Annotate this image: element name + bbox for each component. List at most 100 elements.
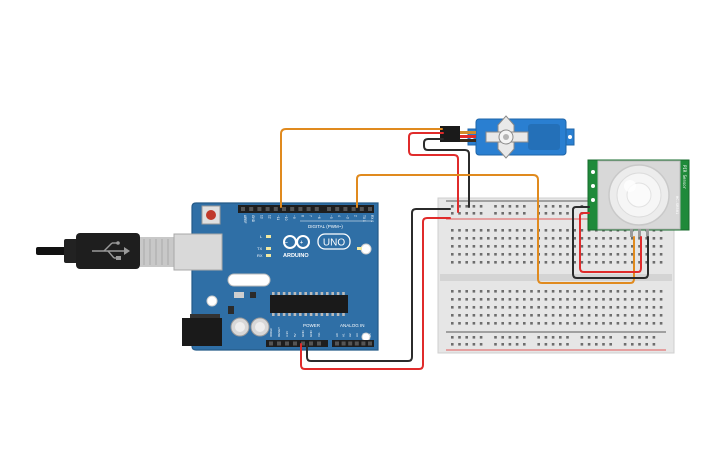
servo-horn-icon — [485, 115, 529, 159]
breadboard-hole — [523, 290, 526, 293]
breadboard-hole — [537, 306, 540, 309]
breadboard-hole — [501, 253, 504, 256]
breadboard-hole — [566, 290, 569, 293]
breadboard-hole — [465, 306, 468, 309]
breadboard-hole — [595, 237, 598, 240]
breadboard-hole — [631, 237, 634, 240]
breadboard-hole — [573, 314, 576, 317]
breadboard-hole — [494, 298, 497, 301]
breadboard-hole — [472, 298, 476, 301]
breadboard-hole — [595, 343, 598, 346]
breadboard-hole — [652, 261, 656, 264]
breadboard-hole — [508, 237, 512, 240]
breadboard-hole — [472, 212, 476, 215]
pir-side-text-right: PIR Sensor — [682, 165, 687, 190]
breadboard-hole — [479, 306, 483, 309]
breadboard-hole — [659, 306, 663, 309]
chip-pin — [326, 313, 329, 316]
power-pin-hole — [293, 341, 297, 346]
breadboard-hole — [501, 237, 504, 240]
breadboard-hole — [523, 343, 526, 346]
breadboard-hole — [623, 306, 627, 309]
breadboard-hole — [494, 314, 497, 317]
mounting-hole — [206, 295, 218, 307]
breadboard-hole — [573, 237, 576, 240]
breadboard-hole — [523, 205, 526, 208]
breadboard-hole — [487, 245, 490, 248]
breadboard-hole — [537, 290, 540, 293]
breadboard-hole — [631, 306, 634, 309]
breadboard-hole — [472, 290, 476, 293]
chip-pin — [304, 292, 307, 295]
breadboard-hole — [451, 245, 454, 248]
breadboard-hole — [602, 261, 605, 264]
breadboard-hole — [551, 229, 555, 232]
breadboard-hole — [623, 245, 627, 248]
breadboard-hole — [530, 290, 533, 293]
breadboard-hole — [602, 336, 605, 339]
analog-pin-label: A2 — [348, 333, 352, 337]
breadboard-hole — [609, 245, 612, 248]
breadboard-hole — [566, 322, 569, 325]
breadboard-hole — [580, 290, 584, 293]
breadboard-hole — [566, 229, 569, 232]
breadboard-hole — [652, 298, 656, 301]
breadboard-hole — [645, 343, 648, 346]
digital-pin-label: 8 — [300, 215, 304, 217]
breadboard-hole — [487, 298, 490, 301]
breadboard-hole — [479, 322, 483, 325]
breadboard-hole — [530, 298, 533, 301]
breadboard-hole — [465, 245, 468, 248]
breadboard-hole — [652, 306, 656, 309]
uno-model-label: UNO — [323, 238, 345, 249]
breadboard-hole — [465, 336, 468, 339]
breadboard-hole — [479, 212, 483, 215]
breadboard-hole — [559, 290, 562, 293]
breadboard-hole — [487, 314, 490, 317]
chip-pin — [299, 292, 302, 295]
breadboard-hole — [609, 336, 612, 339]
digital-pin-label: 2 — [354, 215, 358, 217]
breadboard-hole — [573, 306, 576, 309]
breadboard-hole — [638, 306, 641, 309]
breadboard-hole — [559, 314, 562, 317]
digital-pin-hole — [273, 207, 278, 211]
breadboard-hole — [595, 298, 598, 301]
breadboard-hole — [494, 343, 497, 346]
power-pin-label: 3.3V — [285, 331, 289, 337]
breadboard-hole — [602, 245, 605, 248]
breadboard-hole — [458, 253, 461, 256]
breadboard-hole — [458, 205, 461, 208]
breadboard-hole — [559, 261, 562, 264]
breadboard-hole — [573, 253, 576, 256]
breadboard-hole — [602, 237, 605, 240]
breadboard-hole — [494, 322, 497, 325]
breadboard-hole — [580, 229, 584, 232]
chip-pin — [288, 313, 291, 316]
breadboard-hole — [508, 229, 512, 232]
breadboard-hole — [587, 343, 591, 346]
breadboard-hole — [559, 229, 562, 232]
breadboard-hole — [580, 298, 584, 301]
breadboard-hole — [501, 229, 504, 232]
led-l-label: L — [260, 234, 263, 239]
svg-text:−: − — [285, 240, 288, 246]
breadboard-hole — [494, 229, 497, 232]
breadboard-hole — [508, 336, 512, 339]
power-pin-label: GND — [301, 330, 305, 338]
chip-pin — [282, 313, 286, 316]
chip-pin — [315, 313, 318, 316]
breadboard-hole — [472, 245, 476, 248]
breadboard-hole — [458, 314, 461, 317]
breadboard-hole — [587, 298, 591, 301]
digital-pin-hole — [343, 207, 348, 211]
digital-pin-label: TX 1 — [362, 215, 366, 222]
breadboard-hole — [530, 261, 533, 264]
breadboard-hole — [523, 212, 526, 215]
led-rx — [266, 254, 271, 257]
breadboard-hole — [465, 212, 468, 215]
breadboard-hole — [559, 298, 562, 301]
breadboard-hole — [638, 298, 641, 301]
